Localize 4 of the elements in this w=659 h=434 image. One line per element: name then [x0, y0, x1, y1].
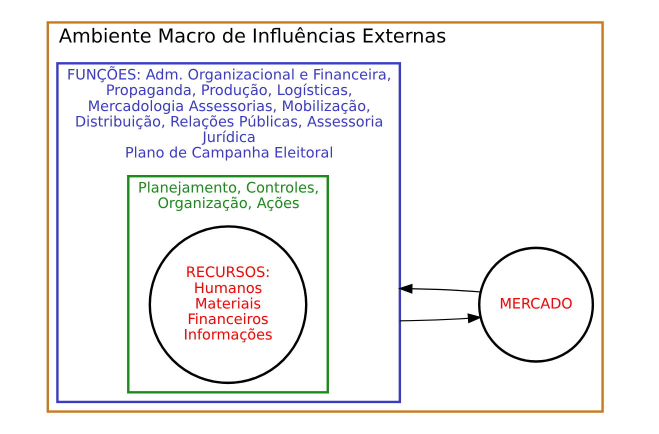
arrow: [399, 313, 482, 324]
node-circle: RECURSOS: Humanos Materiais Financeiros Informações: [148, 225, 307, 384]
node-circle: MERCADO: [478, 246, 594, 363]
arrow: [398, 284, 480, 294]
